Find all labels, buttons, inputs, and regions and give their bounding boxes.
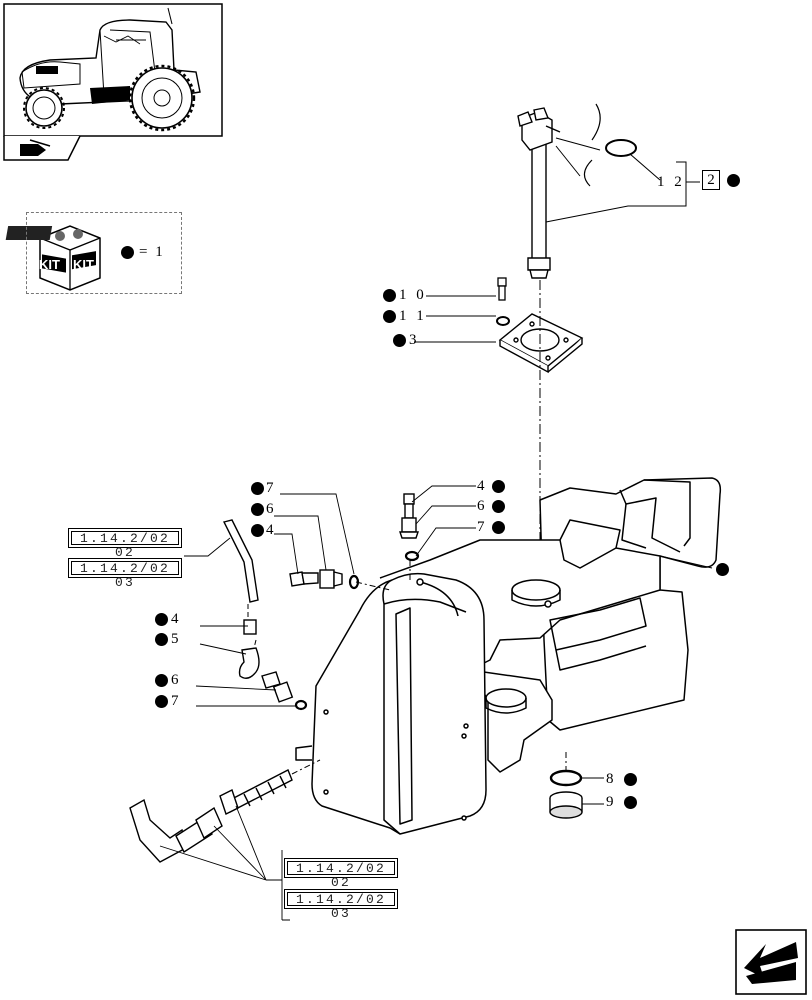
break-line [583,103,601,187]
callout-6-hose: 6 [171,672,182,688]
callout-4-hose: 4 [171,611,182,627]
callout-6-right: 6 [477,498,488,514]
drain-seal[interactable] [549,769,583,787]
kit-dot [251,503,264,516]
o-ring[interactable] [605,139,637,157]
kit-dot [492,500,505,513]
reference-bottom-a: 1.14.2/02 02 [287,861,395,890]
kit-dot [624,773,637,786]
kit-dot [251,482,264,495]
kit-dot-marker [121,246,134,259]
next-page-arrow-icon[interactable] [735,929,807,995]
kit-dot [155,613,168,626]
kit-dot [492,480,505,493]
kit-dot [492,521,505,534]
kit-dot [383,310,396,323]
callout-6-left: 6 [266,501,277,517]
callout-11: 1 1 [399,308,427,324]
hose-elbow-assembly[interactable] [222,519,308,711]
sender-flange[interactable] [498,313,584,374]
callout-3: 3 [409,332,420,348]
callout-12: 1 2 [657,174,685,190]
reference-box-bottom-a[interactable]: 1.14.2/02 02 [284,858,398,890]
kit-legend: KIT KIT = 1 [26,212,182,294]
kit-dot [155,674,168,687]
callout-9: 9 [606,794,617,810]
callout-4-left: 4 [266,522,277,538]
fuel-level-sender[interactable] [517,107,561,279]
kit-dot [727,174,740,187]
section-tab[interactable] [3,135,81,161]
bolt[interactable] [497,277,507,301]
washer[interactable] [496,316,510,326]
kit-dot [383,289,396,302]
reference-top-a: 1.14.2/02 02 [71,531,179,560]
callout-2-box: 2 [702,170,720,190]
callout-7-right: 7 [477,519,488,535]
fitting-set-left[interactable] [289,569,360,590]
callout-5: 5 [171,631,182,647]
kit-dot [716,563,729,576]
reference-box-top-b[interactable]: 1.14.2/02 03 [68,558,182,590]
kit-dot [624,796,637,809]
filler-neck-assembly[interactable] [129,769,293,863]
drain-plug[interactable] [549,791,583,819]
callout-7-hose: 7 [171,693,182,709]
reference-bottom-b: 1.14.2/02 03 [287,892,395,921]
callout-2: 2 [707,172,715,188]
reference-box-top-a[interactable]: 1.14.2/02 02 [68,528,182,560]
fuel-tank[interactable] [295,477,722,835]
tractor-thumbnail[interactable] [3,3,223,137]
kit-dot [155,695,168,708]
kit-dot [251,524,264,537]
reference-top-b: 1.14.2/02 03 [71,561,179,590]
kit-word-left: KIT [39,257,60,272]
kit-box-icon [5,225,101,291]
callout-7-left: 7 [266,480,277,496]
kit-equals-label: = 1 [139,244,165,260]
callout-10: 1 0 [399,287,427,303]
callout-4-right: 4 [477,478,488,494]
callout-8: 8 [606,771,617,787]
kit-dot [155,633,168,646]
kit-dot [393,334,406,347]
kit-word-right: KIT [73,257,94,272]
fitting-set-right[interactable] [399,493,420,562]
reference-box-bottom-b[interactable]: 1.14.2/02 03 [284,889,398,921]
